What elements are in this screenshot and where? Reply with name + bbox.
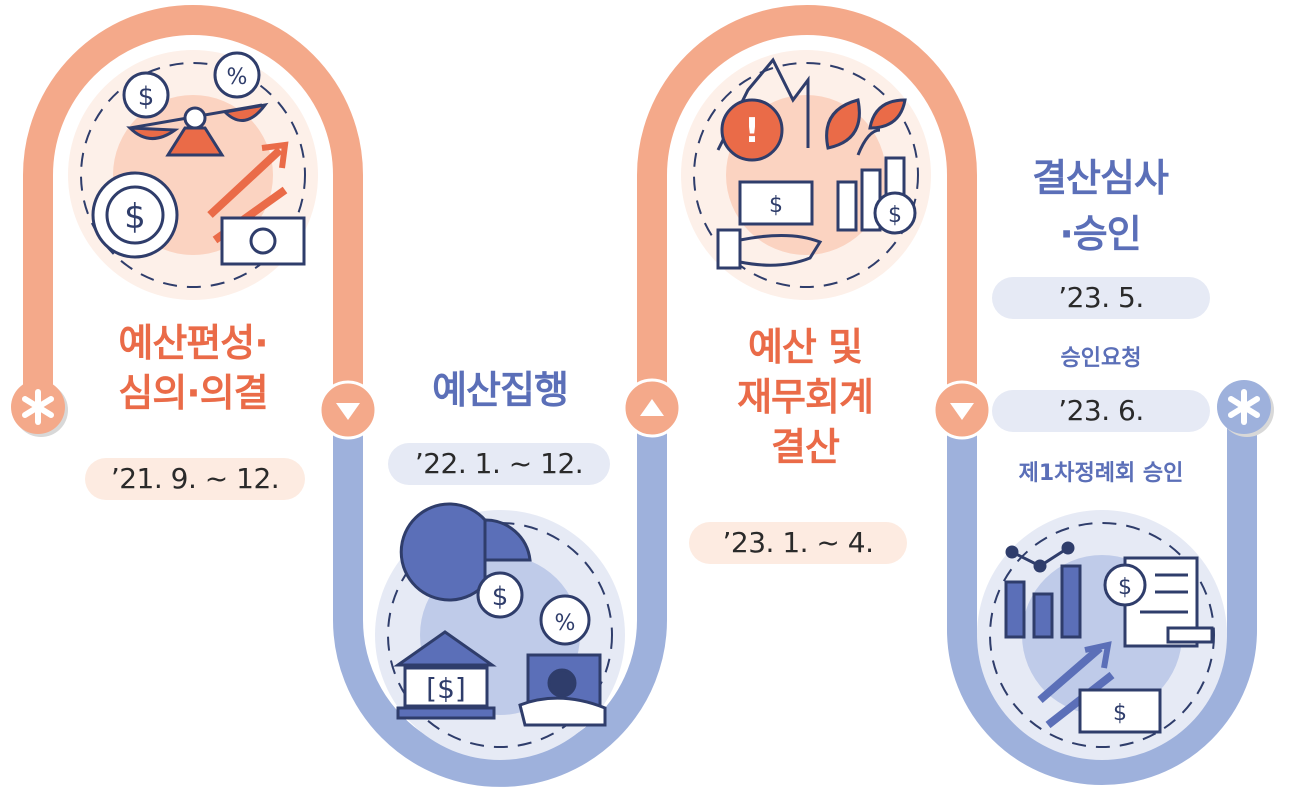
step2-title: 예산집행 — [432, 368, 569, 412]
step3-title-line1: 예산 및 — [747, 325, 863, 369]
step4-title-line2: ·승인 — [1059, 212, 1141, 256]
step4-date2: ’23. 6. — [992, 390, 1210, 432]
step4-title: 결산심사 ·승인 — [990, 150, 1210, 262]
asterisk-icon — [11, 380, 68, 437]
arrow-down-icon — [318, 380, 378, 440]
svg-text:$: $ — [138, 82, 155, 112]
svg-text:$: $ — [769, 193, 783, 218]
step3-title: 예산 및 재무회계 결산 — [690, 322, 920, 472]
step1-date: ’21. 9. ~ 12. — [85, 458, 305, 500]
step1-title-line1: 예산편성· — [118, 321, 268, 365]
svg-text:$: $ — [124, 197, 146, 237]
step3-date: ’23. 1. ~ 4. — [689, 522, 907, 564]
svg-text:$: $ — [492, 582, 509, 612]
step4-title-line1: 결산심사 — [1032, 156, 1169, 200]
audit-approval-illustration-icon: $ $ — [1004, 541, 1214, 734]
budget-execution-illustration-icon: $ % [$] — [393, 502, 607, 727]
svg-text:%: % — [555, 611, 576, 636]
budget-planning-illustration-icon: $ % $ — [91, 51, 306, 266]
svg-text:!: ! — [744, 111, 760, 151]
svg-text:$: $ — [1118, 575, 1132, 600]
step3-title-line3: 결산 — [771, 425, 840, 469]
step4-sub1: 승인요청 — [1060, 346, 1142, 371]
svg-text:$: $ — [888, 203, 902, 228]
svg-text:$: $ — [1113, 701, 1127, 726]
asterisk-icon — [1217, 380, 1274, 437]
svg-text:%: % — [227, 65, 248, 90]
step3-title-line2: 재무회계 — [737, 375, 874, 419]
step2-date: ’22. 1. ~ 12. — [388, 443, 610, 485]
svg-text:[$]: [$] — [426, 672, 466, 705]
step4-date1: ’23. 5. — [992, 277, 1210, 319]
settlement-illustration-icon: ! $ $ — [716, 57, 917, 270]
step1-title: 예산편성· 심의·의결 — [83, 318, 303, 418]
step1-title-line2: 심의·의결 — [118, 371, 268, 415]
arrow-down-icon — [932, 380, 992, 440]
step4-sub2: 제1차정례회 승인 — [1018, 461, 1184, 486]
arrow-up-icon — [622, 378, 682, 438]
